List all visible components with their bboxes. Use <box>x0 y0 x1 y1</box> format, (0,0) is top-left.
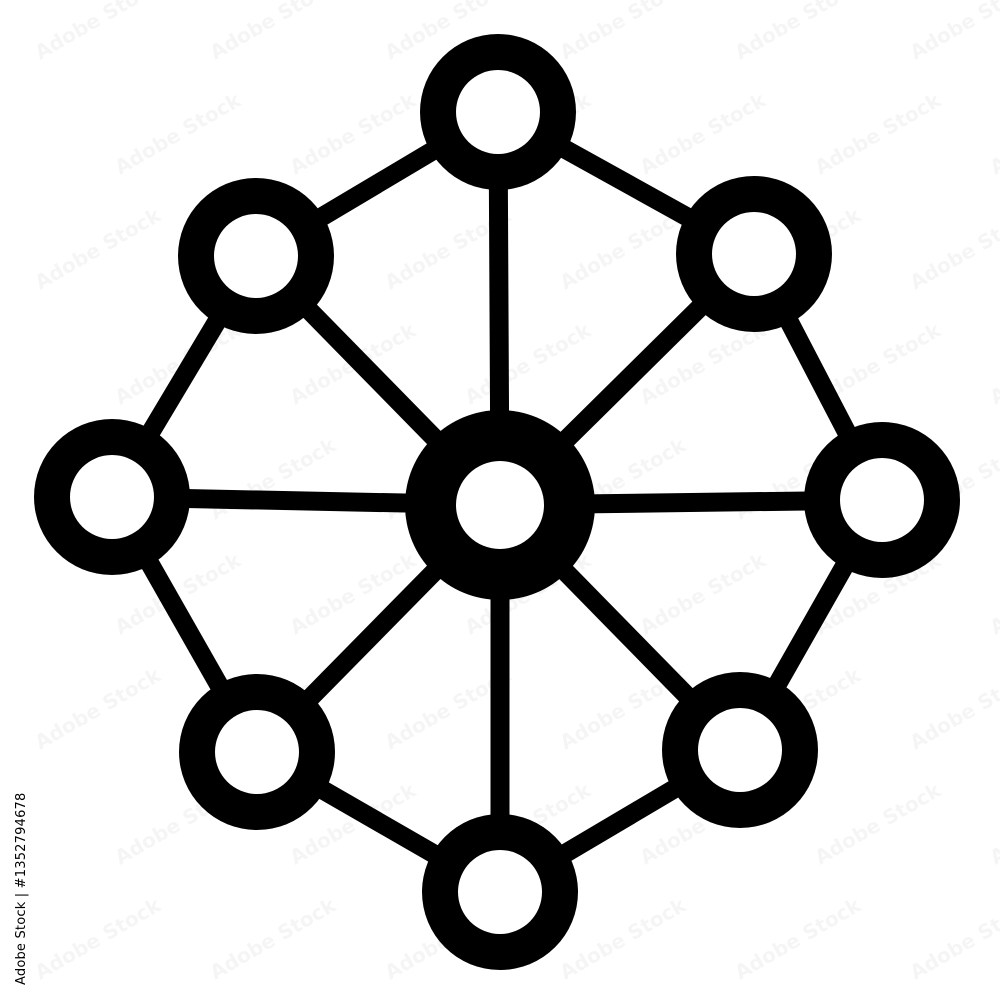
watermark-tile: Adobe Stock <box>636 88 771 180</box>
watermark-tile: Adobe Stock <box>986 548 1000 640</box>
node-left <box>34 419 190 575</box>
watermark-tile: Adobe Stock <box>811 778 946 870</box>
node-bottom-right <box>662 672 818 828</box>
watermark-tile: Adobe Stock <box>986 778 1000 870</box>
node-center <box>456 70 540 154</box>
watermark-tile: Adobe Stock <box>906 663 1000 755</box>
node-top <box>420 34 576 190</box>
watermark-tile: Adobe Stock <box>986 88 1000 180</box>
watermark-tile: Adobe Stock <box>31 0 166 64</box>
outer-nodes <box>34 34 960 970</box>
node-right <box>804 422 960 578</box>
watermark-tile: Adobe Stock <box>556 0 691 64</box>
stock-id-watermark: Adobe Stock | #1352794678 <box>14 792 29 985</box>
node-center <box>70 455 154 539</box>
node-center <box>214 214 298 298</box>
node-center <box>712 212 796 296</box>
watermark-tile: Adobe Stock <box>206 893 341 985</box>
node-center <box>458 850 542 934</box>
node-center <box>840 458 924 542</box>
watermark-tile: Adobe Stock <box>906 893 1000 985</box>
node-bottom-left <box>179 674 335 830</box>
hub-node <box>405 410 595 600</box>
watermark-tile: Adobe Stock <box>31 893 166 985</box>
watermark-tile: Adobe Stock <box>906 203 1000 295</box>
node-top-right <box>676 176 832 332</box>
watermark-tile: Adobe Stock <box>461 318 596 410</box>
hub-center <box>456 461 544 549</box>
watermark-tile: Adobe Stock <box>111 88 246 180</box>
watermark-tile: Adobe Stock <box>811 88 946 180</box>
watermark-tile: Adobe Stock <box>636 548 771 640</box>
node-top-left <box>178 178 334 334</box>
watermark-tile: Adobe Stock <box>31 663 166 755</box>
watermark-tile: Adobe Stock <box>906 0 1000 64</box>
watermark-tile: Adobe Stock <box>731 0 866 64</box>
watermark-tile: Adobe Stock <box>731 893 866 985</box>
watermark-tile: Adobe Stock <box>31 203 166 295</box>
watermark-tile: Adobe Stock <box>206 0 341 64</box>
node-center <box>698 708 782 792</box>
node-center <box>215 710 299 794</box>
watermark-tile: Adobe Stock <box>986 318 1000 410</box>
node-bottom <box>422 814 578 970</box>
